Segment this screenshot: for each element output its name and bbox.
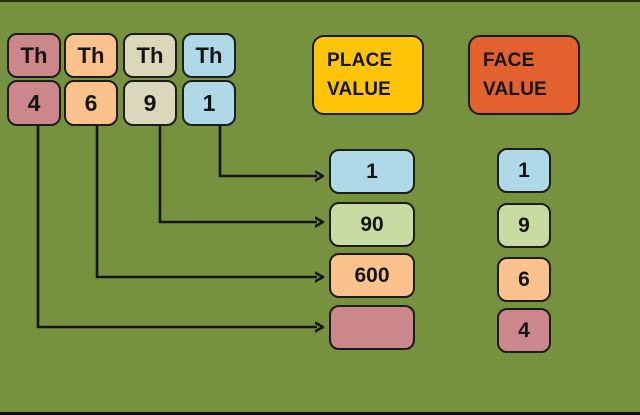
place-value-header-line2: VALUE	[327, 79, 391, 100]
top-edge-line	[0, 0, 640, 2]
digit-text: 1	[202, 89, 216, 116]
digit-box-1: 1	[182, 80, 236, 126]
face-value-header-line1: FACE	[483, 50, 535, 71]
bottom-edge-line	[0, 412, 640, 415]
place-label-text: Th	[195, 42, 223, 68]
arrow-tens	[158, 126, 317, 222]
place-value-text: 90	[360, 212, 384, 236]
face-value-result-hundreds: 6	[497, 257, 551, 302]
place-value-result-thousands-empty	[329, 305, 415, 350]
digit-box-9: 9	[123, 80, 177, 126]
face-value-text: 6	[518, 267, 530, 291]
face-value-result-ones: 1	[497, 148, 551, 193]
place-value-text: 600	[354, 263, 390, 287]
place-label-box-hundreds: Th	[64, 33, 118, 78]
place-label-box-thousands: Th	[7, 33, 61, 78]
face-value-text: 1	[518, 158, 530, 182]
place-label-text: Th	[136, 42, 164, 68]
face-value-text: 4	[518, 318, 530, 342]
place-value-result-tens: 90	[329, 202, 415, 247]
place-value-header: PLACE VALUE	[312, 35, 424, 115]
place-value-text: 1	[366, 159, 378, 183]
face-value-header: FACE VALUE	[468, 35, 580, 115]
face-value-text: 9	[518, 213, 530, 237]
place-value-result-ones: 1	[329, 149, 415, 194]
face-value-header-line2: VALUE	[483, 79, 547, 100]
digit-text: 6	[84, 89, 98, 116]
place-label-box-ones: Th	[182, 33, 236, 78]
place-label-text: Th	[20, 42, 48, 68]
arrow-thousands	[36, 126, 317, 327]
place-label-box-tens: Th	[123, 33, 177, 78]
place-value-header-line1: PLACE	[327, 50, 393, 71]
place-value-result-hundreds: 600	[329, 253, 415, 298]
digit-box-4: 4	[7, 80, 61, 126]
face-value-result-tens: 9	[497, 203, 551, 248]
arrow-hundreds	[95, 126, 317, 277]
place-label-text: Th	[77, 42, 105, 68]
arrow-ones	[218, 126, 317, 176]
digit-box-6: 6	[64, 80, 118, 126]
digit-text: 4	[27, 89, 41, 116]
face-value-result-thousands: 4	[497, 308, 551, 353]
digit-text: 9	[143, 89, 157, 116]
